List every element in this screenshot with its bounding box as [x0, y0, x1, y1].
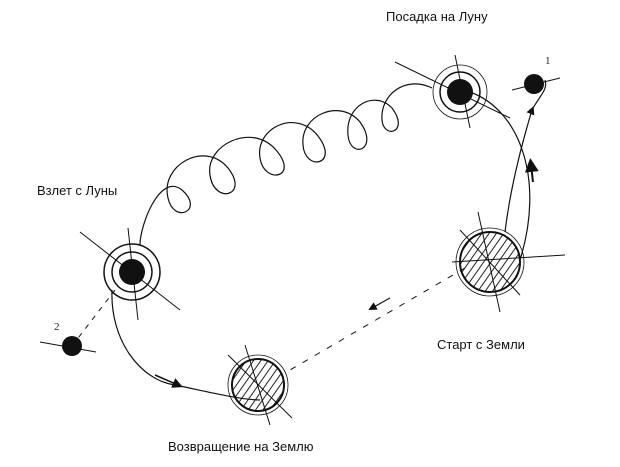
earth-return-label: Возвращение на Землю: [168, 439, 314, 454]
earth-start-label: Старт с Земли: [437, 337, 525, 352]
marker-1-label: 1: [545, 55, 551, 67]
earth-start-arrow: [524, 158, 539, 183]
earth-start-globe: [451, 211, 566, 313]
moon-takeoff-body: [79, 227, 181, 321]
moon-takeoff-label: Взлет с Луны: [37, 183, 118, 198]
earth-departure-path: [504, 79, 547, 233]
marker-2-label: 2: [54, 321, 60, 333]
moon-position-1: 1: [511, 55, 561, 94]
moon-landing-body: [394, 54, 511, 129]
earth-return-globe: [227, 344, 293, 426]
spiral-trajectory: [139, 83, 433, 246]
dashed-arrow: [368, 297, 391, 311]
moon-landing-label: Посадка на Луну: [386, 9, 488, 24]
return-dashed-line: [289, 267, 466, 371]
earth-to-moon-transfer: [469, 91, 531, 261]
moon-orbit-dashed: [71, 289, 116, 347]
return-arrow: [154, 374, 183, 388]
